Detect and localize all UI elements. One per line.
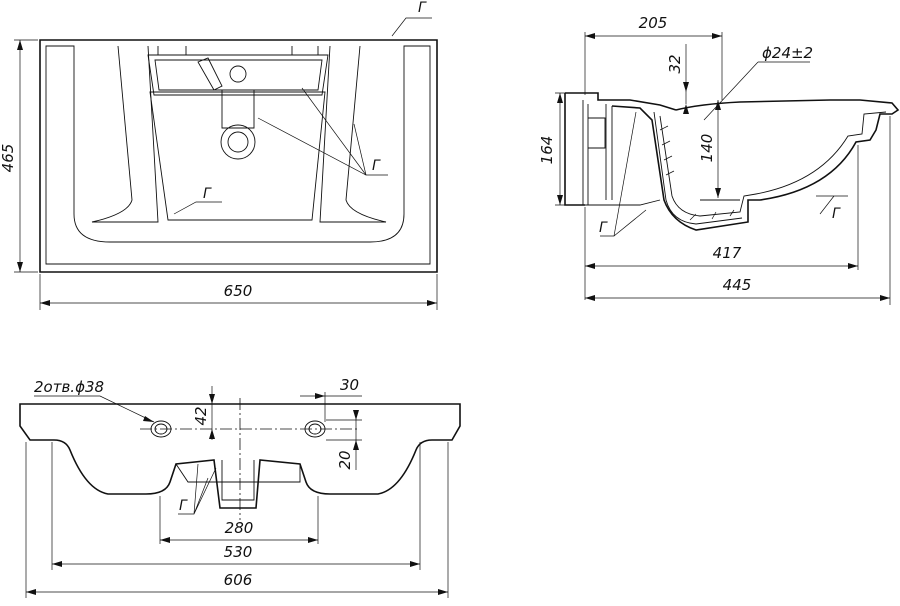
dim-20-arrows [353, 410, 359, 450]
section-hatching [659, 125, 735, 221]
side-callout-label-2: Г [832, 206, 841, 222]
rear-inner-ledge [175, 463, 301, 483]
dim-530-label: 530 [224, 543, 253, 561]
dim-42-arrows [209, 394, 215, 439]
callout-label-3: Г [418, 0, 427, 16]
dim-205-extension [584, 32, 723, 100]
callout-line-3 [353, 123, 367, 176]
side-inner-wall [605, 104, 613, 200]
dim-530-extension [51, 442, 421, 570]
rear-callout-label: Г [179, 498, 188, 514]
holes-label: 2отв.ϕ38 [34, 378, 104, 396]
bowl-mid-profile [653, 111, 743, 225]
side-callout-line-2 [816, 195, 848, 215]
side-top-edge [565, 92, 677, 111]
top-view-rim [45, 45, 431, 265]
rear-callout-line [178, 463, 217, 515]
dim-205-label: 205 [639, 14, 668, 32]
depth-extension-lines [14, 39, 38, 273]
dim-140-label: 140 [698, 134, 716, 163]
side-callout-line-1 [600, 111, 647, 237]
bowl-inner-profile [659, 111, 887, 217]
side-cavity [588, 117, 606, 149]
drain-inner-icon [227, 131, 249, 153]
side-wall [582, 100, 589, 205]
dim-30-line [300, 392, 362, 422]
side-callout-label-1: Г [599, 220, 608, 236]
bowl-outer-profile [611, 99, 900, 231]
drain-outer-icon [220, 124, 256, 160]
width-label: 650 [224, 282, 253, 300]
dim-606-label: 606 [224, 571, 253, 589]
callout-line-5 [391, 17, 432, 37]
callout-line-4 [173, 201, 222, 215]
dim-20-label: 20 [336, 450, 354, 469]
side-bottom-edge [585, 199, 661, 206]
overflow-channel [221, 89, 255, 129]
deck-slope [197, 57, 223, 91]
tap-hole-icon [229, 65, 247, 83]
right-bowl-wall [319, 45, 387, 223]
dim-445-label: 445 [723, 276, 752, 294]
dim-32-label: 32 [666, 54, 684, 73]
dim-42-label: 42 [192, 406, 210, 425]
hole-dim-label: ϕ24±2 [762, 44, 813, 62]
width-extension-lines [39, 274, 438, 310]
dim-280-extension [159, 496, 319, 544]
callout-line-2 [301, 87, 367, 176]
rear-view: 2отв.ϕ38 42 30 20 Г 280 530 606 [19, 376, 461, 598]
hole-leader [703, 61, 810, 121]
left-bowl-wall [91, 45, 159, 223]
side-view: 205 ϕ24±2 32 140 164 417 445 Г Г [538, 14, 900, 305]
dim-30-label: 30 [340, 376, 359, 394]
holes-leader-arrow [143, 416, 154, 422]
top-view: Г Г Г 650 465 [0, 0, 438, 310]
tap-deck-inner [154, 59, 323, 91]
holes-leader [34, 395, 155, 423]
dim-417-extension [584, 145, 859, 300]
callout-label-1: Г [372, 158, 381, 174]
top-view-outline [39, 39, 438, 273]
rear-drain-channel [221, 460, 255, 501]
dim-30-arrows [315, 393, 325, 399]
dim-164-label: 164 [538, 136, 556, 165]
callout-label-2: Г [203, 186, 212, 202]
deck-ribs [157, 46, 319, 55]
tap-deck [147, 54, 329, 96]
bowl-bottom [149, 91, 326, 221]
dim-280-label: 280 [225, 519, 254, 537]
dim-32-arrows [683, 82, 689, 114]
side-back-edge [564, 93, 585, 206]
dim-606-extension [25, 442, 449, 598]
dim-140-arrows [715, 100, 721, 198]
dim-417-label: 417 [713, 244, 742, 262]
rear-view-outline [19, 403, 461, 509]
depth-label: 465 [0, 144, 17, 173]
